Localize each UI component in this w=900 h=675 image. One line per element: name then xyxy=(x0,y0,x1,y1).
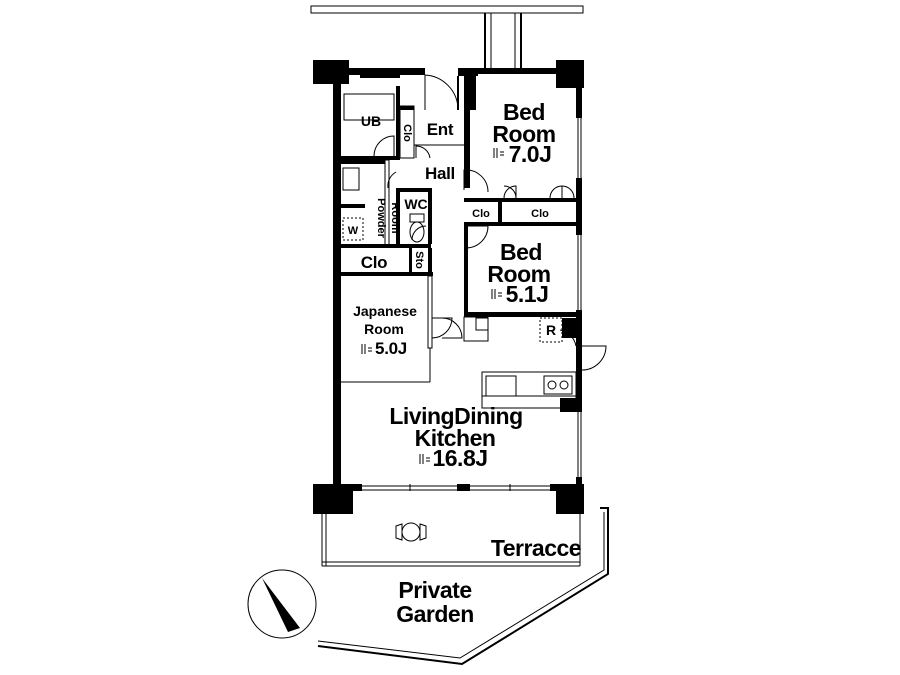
garden-label-line1: Private xyxy=(398,577,471,603)
bed1-label-line1: Bed xyxy=(503,99,545,125)
balcony-rail xyxy=(310,5,584,68)
bed1-label-line2: Room xyxy=(492,121,555,147)
ub-label: UB xyxy=(361,113,381,129)
japanese-label-line1: Japanese xyxy=(353,303,417,319)
terrace-outline xyxy=(321,514,581,567)
bed2-label-line1: Bed xyxy=(500,239,542,265)
ldk-label-line1: LivingDining xyxy=(389,403,522,429)
ldk-size: 16.8J xyxy=(432,445,487,471)
tatami-mark-icon xyxy=(361,148,504,464)
japanese-size: 5.0J xyxy=(375,339,407,358)
clo-ent-label: Clo xyxy=(401,124,413,142)
ent-label: Ent xyxy=(427,120,454,139)
clo-main-label: Clo xyxy=(361,253,387,272)
doors xyxy=(373,74,607,371)
toilet-icon xyxy=(409,213,425,243)
wc-label: WC xyxy=(404,196,427,212)
bed2-label-line2: Room xyxy=(487,261,550,287)
north-arrow-icon xyxy=(247,569,317,639)
bed1-size: 7.0J xyxy=(509,141,552,167)
clo-bed-a-label: Clo xyxy=(472,208,490,220)
garden-outline xyxy=(317,507,609,666)
clo-bed-b-label: Clo xyxy=(531,208,549,220)
ldk-label-line2: Kitchen xyxy=(415,425,496,451)
sto-label: Sto xyxy=(413,251,425,269)
washer-label: W xyxy=(348,225,359,237)
bed2-size: 5.1J xyxy=(506,281,549,307)
exterior-walls xyxy=(313,60,584,514)
garden-label-line2: Garden xyxy=(396,601,474,627)
terrace-label: Terracce xyxy=(491,535,581,561)
powder-label-line1: Powder xyxy=(375,198,387,238)
japanese-label-line2: Room xyxy=(364,321,404,337)
hall-label: Hall xyxy=(425,164,455,183)
powder-label-line2: Room xyxy=(389,202,401,233)
table-chairs-icon xyxy=(395,522,427,542)
fridge-label: R xyxy=(546,322,556,338)
